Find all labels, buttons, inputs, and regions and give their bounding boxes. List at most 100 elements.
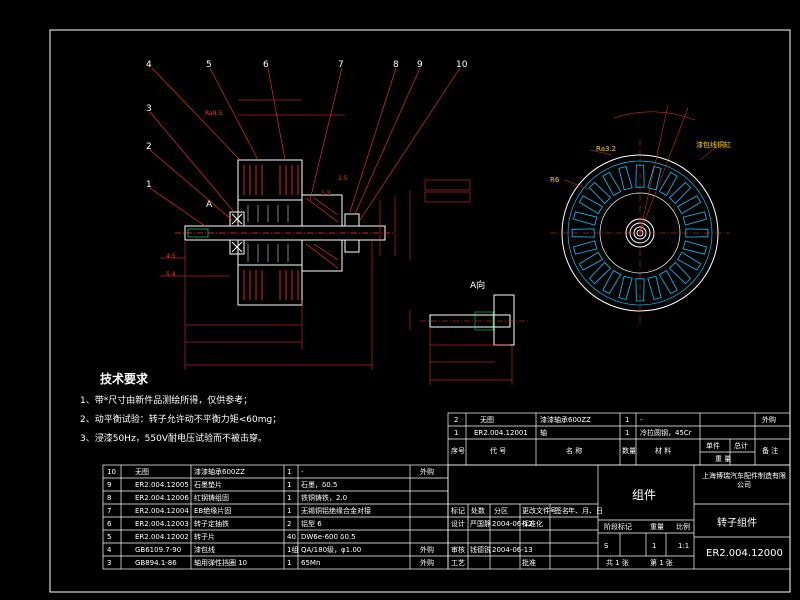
callout-9: 9 bbox=[417, 60, 423, 70]
parts-row-3-col-4: 65Mn bbox=[301, 559, 321, 567]
parts-row-4-col-5: 外购 bbox=[420, 546, 434, 554]
tb-zone: 分区 bbox=[494, 507, 508, 515]
parts-row-9-col-1: ER2.004.12005 bbox=[135, 481, 189, 489]
rotor-slot bbox=[571, 228, 595, 238]
parts-row-5-col-3: 40 bbox=[287, 533, 296, 541]
tech-title: 技术要求 bbox=[100, 372, 149, 386]
rotor-section-view bbox=[149, 67, 471, 370]
parts-row-8-col-2: 红钢铸组固 bbox=[194, 494, 229, 502]
top-row-2-no: 2 bbox=[454, 416, 459, 424]
rotor-slot bbox=[658, 270, 678, 295]
rotor-slot bbox=[647, 166, 662, 191]
callout-1: 1 bbox=[146, 180, 152, 190]
rotor-slot bbox=[677, 251, 702, 271]
tb-mark: 标记 bbox=[451, 507, 465, 515]
top-row-2-mat: - bbox=[640, 416, 643, 424]
tb-check-date: 2004-06-13 bbox=[492, 546, 533, 554]
parts-row-8-col-1: ER2.004.12006 bbox=[135, 494, 189, 502]
title-block-lines bbox=[447, 464, 791, 570]
parts-row-8-col-3: 1 bbox=[287, 494, 292, 502]
tb-review: 审核 bbox=[451, 546, 465, 554]
parts-row-6-col-1: ER2.004.12003 bbox=[135, 520, 189, 528]
top-hdr-weight: 重 量 bbox=[715, 455, 732, 463]
top-row-2-name: 漆漆轴承600ZZ bbox=[540, 416, 591, 424]
tb-design-date: 2004-06-12 bbox=[492, 520, 533, 528]
rotor-slot bbox=[588, 261, 612, 285]
parts-table-lines bbox=[102, 464, 449, 570]
tb-assembly: 组件 bbox=[632, 488, 657, 502]
parts-row-7-col-4: 无锡铜铝绝缘合金对接 bbox=[301, 507, 371, 515]
tb-sign: 签名 bbox=[555, 507, 569, 515]
parts-row-10-col-5: 外购 bbox=[420, 468, 434, 476]
parts-row-10-col-3: 1 bbox=[287, 468, 292, 476]
parts-row-10-col-0: 10 bbox=[107, 468, 116, 476]
callout-3: 3 bbox=[146, 104, 152, 114]
parts-row-3-col-5: 外购 bbox=[420, 559, 434, 567]
tb-designer: 严国静 bbox=[470, 520, 491, 528]
dim-45: 4:5 bbox=[166, 253, 176, 260]
rotor-slot bbox=[578, 195, 603, 215]
tb-part-name: 转子组件 bbox=[717, 518, 757, 529]
callout-4: 4 bbox=[146, 60, 152, 70]
rotor-slot bbox=[573, 240, 598, 255]
tb-count: 处数 bbox=[471, 507, 485, 515]
parts-row-4-col-2: 漆包线 bbox=[194, 546, 215, 554]
parts-row-7-col-2: EB绝缘片固 bbox=[194, 507, 232, 515]
top-hdr-qty: 数量 bbox=[622, 447, 636, 455]
tb-weight-label: 重量 bbox=[650, 523, 664, 531]
label-r6: R6 bbox=[550, 176, 560, 184]
rotor-slot bbox=[635, 164, 645, 188]
rotor-slot bbox=[647, 275, 662, 300]
label-ra32: Ra3.2 bbox=[596, 145, 617, 153]
rotor-slot bbox=[618, 166, 633, 191]
rotor-slot bbox=[682, 211, 707, 226]
top-row-2-qty: 1 bbox=[625, 416, 630, 424]
tb-change: 更改文件号 bbox=[522, 507, 557, 515]
a-view bbox=[409, 294, 530, 385]
tb-sheet-no: 第 1 张 bbox=[650, 559, 673, 567]
top-row-1-qty: 1 bbox=[625, 429, 630, 437]
parts-row-8-col-4: 铁铜铸铁，2.0 bbox=[301, 494, 348, 502]
parts-row-7-col-3: 1 bbox=[287, 507, 292, 515]
top-row-1-code: ER2.004.12001 bbox=[474, 429, 528, 437]
parts-row-5-col-1: ER2.004.12002 bbox=[135, 533, 189, 541]
rotor-slot bbox=[685, 228, 709, 238]
tech-item-3: 3、浸漆50Hz，550V耐电压试验而不被击穿。 bbox=[80, 434, 268, 444]
callout-10: 10 bbox=[456, 60, 468, 70]
top-row-1-no: 1 bbox=[454, 429, 459, 437]
label-winding: 漆包线铜缸 bbox=[696, 141, 731, 149]
tb-checker: 钱德锐 bbox=[470, 546, 491, 554]
parts-row-6-col-3: 2 bbox=[287, 520, 292, 528]
callout-5: 5 bbox=[206, 60, 212, 70]
tb-company: 上海博瑞汽车配件制造有限公司 bbox=[702, 472, 786, 489]
dim-12: 1.2 bbox=[321, 190, 331, 197]
tb-qty: 1 bbox=[652, 542, 657, 550]
tb-standard: 标准化 bbox=[522, 520, 543, 528]
rotor-end-view bbox=[550, 104, 730, 326]
parts-row-4-col-1: GB6109.7-90 bbox=[135, 546, 182, 554]
parts-row-6-col-0: 6 bbox=[107, 520, 112, 528]
top-hdr-mat: 材 料 bbox=[655, 447, 672, 455]
rotor-slot bbox=[618, 275, 633, 300]
section-mark: A bbox=[206, 200, 213, 210]
top-row-1-mat: 冷拉圆钢，45Cr bbox=[640, 429, 692, 437]
top-hdr-unit: 单件 bbox=[706, 442, 720, 450]
tech-item-2: 2、动平衡试验：转子允许动不平衡力矩<60mg； bbox=[80, 415, 282, 425]
tb-drawing-no: ER2.004.12000 bbox=[706, 548, 783, 559]
parts-row-8-col-0: 8 bbox=[107, 494, 112, 502]
top-row-2-note: 外购 bbox=[762, 416, 776, 424]
rotor-slot bbox=[668, 181, 692, 205]
callout-8: 8 bbox=[393, 60, 399, 70]
parts-row-5-col-0: 5 bbox=[107, 533, 112, 541]
rotor-slot bbox=[588, 181, 612, 205]
top-row-2-code: 无图 bbox=[480, 416, 494, 424]
top-hdr-note: 备 注 bbox=[762, 447, 779, 455]
parts-row-3-col-3: 1 bbox=[287, 559, 292, 567]
tb-scale: 1:1 bbox=[678, 542, 690, 550]
rotor-slot bbox=[677, 195, 702, 215]
callout-6: 6 bbox=[263, 60, 269, 70]
rotor-slot bbox=[635, 278, 645, 302]
dim-15: 1.5 bbox=[338, 175, 348, 182]
top-hdr-total: 总计 bbox=[734, 442, 748, 450]
